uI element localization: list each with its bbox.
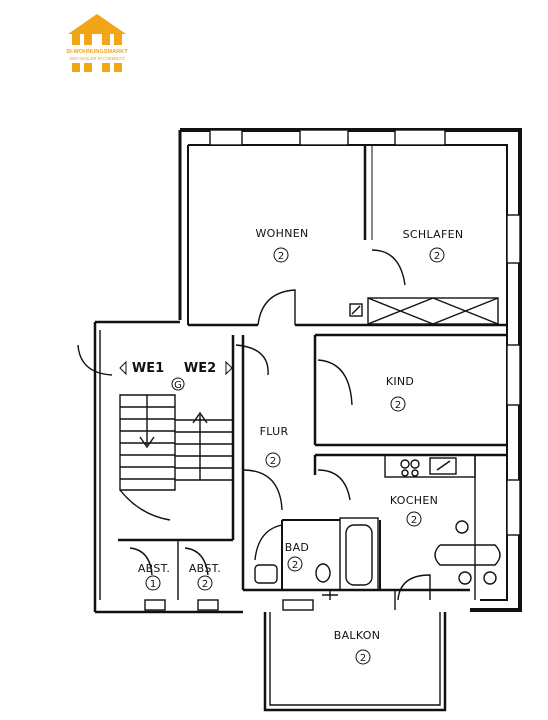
room-bad-number: 2 — [292, 560, 298, 571]
room-kind-label: KIND — [386, 375, 414, 388]
room-kind-number: 2 — [395, 400, 401, 411]
room-flur-label: FLUR — [260, 425, 289, 438]
room-wohnen-label: WOHNEN — [255, 227, 308, 240]
room-flur-number: 2 — [270, 456, 276, 467]
room-abst1-label: ABST. — [138, 562, 170, 575]
room-kochen-label: KOCHEN — [390, 494, 438, 507]
we1-label: WE1 — [132, 361, 164, 376]
room-balkon-label: BALKON — [334, 629, 381, 642]
room-wohnen-number: 2 — [278, 251, 284, 262]
we2-label: WE2 — [184, 361, 216, 376]
room-abst2-number: 2 — [202, 579, 208, 590]
room-abst2-label: ABST. — [189, 562, 221, 575]
room-bad-label: BAD — [285, 541, 309, 554]
logo-name: SI-WOHNUNGSMARKT — [66, 49, 128, 55]
stair-marker: G — [174, 380, 182, 391]
room-balkon-number: 2 — [360, 653, 366, 664]
room-abst1-number: 1 — [150, 579, 156, 590]
room-schlafen-number: 2 — [434, 251, 440, 262]
room-kochen-number: 2 — [411, 515, 417, 526]
logo-tagline: DER MAKLER IN CHEMNITZ — [69, 56, 125, 61]
company-logo: SI-WOHNUNGSMARKT DER MAKLER IN CHEMNITZ — [64, 12, 130, 74]
room-schlafen-label: SCHLAFEN — [403, 228, 464, 241]
